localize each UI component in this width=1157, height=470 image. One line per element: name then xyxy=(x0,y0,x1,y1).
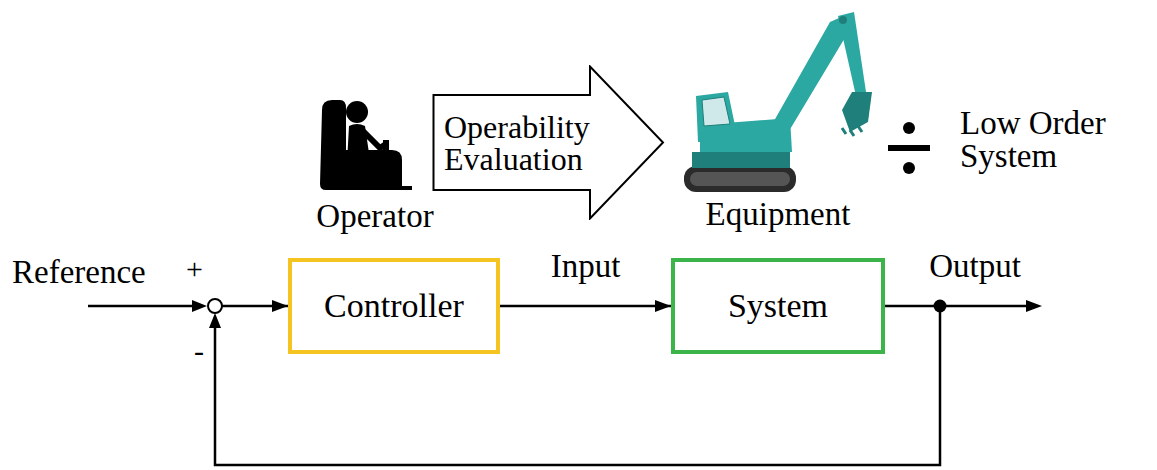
output-label: Output xyxy=(929,250,1021,283)
sign-label: - xyxy=(194,336,204,366)
signal-connector xyxy=(500,305,671,308)
reference-label: Reference xyxy=(12,256,146,289)
arrow-head xyxy=(1026,300,1042,312)
controller-box: Controller xyxy=(288,258,500,354)
arrow-head xyxy=(209,313,221,328)
system-box: System xyxy=(671,258,885,354)
operator-icon xyxy=(320,100,412,190)
sign-label: + xyxy=(186,254,203,284)
operator-label: Operator xyxy=(316,200,433,233)
block-arrow: Operability Evaluation xyxy=(432,65,665,220)
block-label: Controller xyxy=(324,289,464,323)
equipment-label: Equipment xyxy=(706,198,851,231)
block-label: System xyxy=(728,289,828,323)
signal-label: Input xyxy=(551,250,621,283)
arrow-head xyxy=(192,300,207,312)
approx-equal-symbol xyxy=(888,122,930,174)
block-arrow-shape xyxy=(434,67,664,219)
arrow-text: Operability Evaluation xyxy=(444,111,634,175)
summing-junction xyxy=(208,299,222,313)
excavator-picture xyxy=(684,12,872,192)
annotation-label: Low Order System xyxy=(960,107,1135,173)
